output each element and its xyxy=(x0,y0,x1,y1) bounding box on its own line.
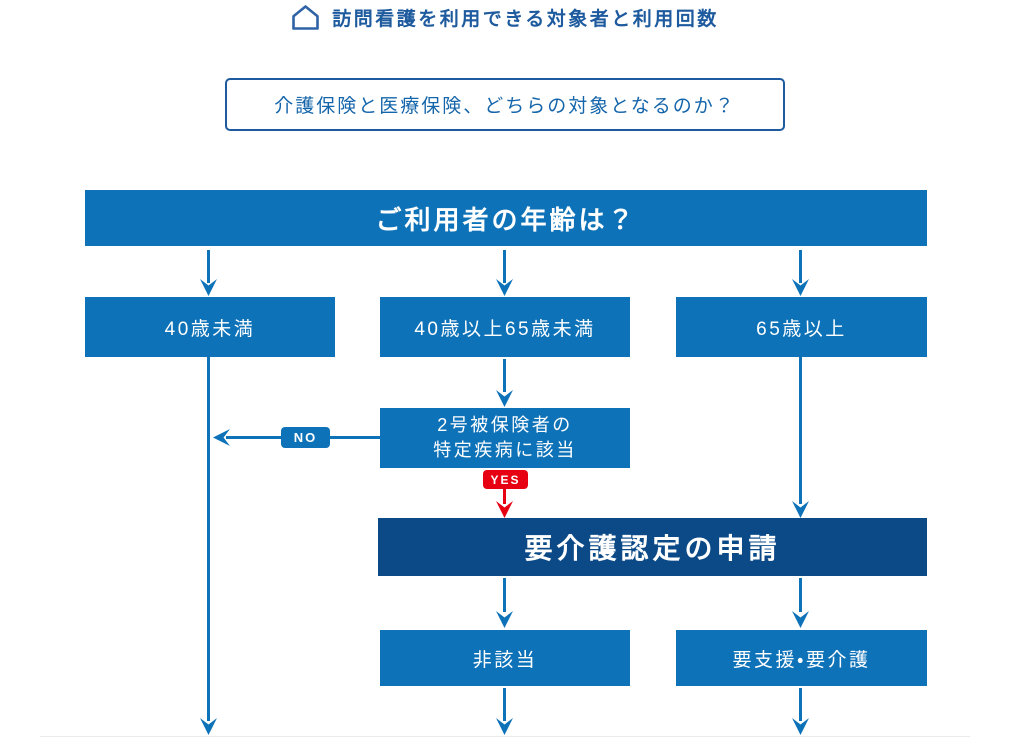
node-age-question: ご利用者の年齢は？ xyxy=(85,190,927,246)
arrow-nonapplicable-exit-line xyxy=(503,688,506,721)
arrow-cert-to-nonapplicable-head xyxy=(496,611,513,628)
yes-badge: YES xyxy=(483,470,528,489)
node-certification-label: 要介護認定の申請 xyxy=(524,533,781,564)
arrow-mid-to-disease-head xyxy=(496,390,513,407)
arrow-cert-to-support-head xyxy=(792,611,809,628)
node-under40-label: 40歳未満 xyxy=(164,318,256,340)
line-under40-descent xyxy=(207,357,210,721)
node-certification: 要介護認定の申請 xyxy=(378,518,927,576)
question-label: 介護保険と医療保険、どちらの対象となるのか？ xyxy=(274,96,736,117)
no-badge: NO xyxy=(281,427,330,448)
node-40to65: 40歳以上65歳未満 xyxy=(380,297,630,357)
node-specified-disease-line1: 2号被保険者の xyxy=(437,414,573,435)
arrow-root-to-under40-line xyxy=(207,250,210,283)
arrow-yes-line xyxy=(503,489,506,504)
node-not-applicable: 非該当 xyxy=(380,630,630,686)
arrow-mid-to-disease-line xyxy=(503,359,506,392)
arrow-support-exit-line xyxy=(799,688,802,721)
node-support-care-label: 要支援・要介護 xyxy=(732,649,871,671)
node-not-applicable-label: 非該当 xyxy=(472,649,538,671)
node-specified-disease-line2: 特定疾病に該当 xyxy=(433,440,577,460)
arrow-root-to-over65-line xyxy=(799,250,802,283)
yes-badge-label: YES xyxy=(490,472,521,487)
node-specified-disease: 2号被保険者の 特定疾病に該当 xyxy=(380,408,630,468)
question-box: 介護保険と医療保険、どちらの対象となるのか？ xyxy=(225,78,785,131)
node-age-question-label: ご利用者の年齢は？ xyxy=(375,204,637,235)
bottom-divider xyxy=(40,736,970,737)
node-over65: 65歳以上 xyxy=(676,297,927,357)
arrow-cert-to-nonapplicable-line xyxy=(503,578,506,612)
node-40to65-label: 40歳以上65歳未満 xyxy=(414,318,596,340)
arrow-cert-to-support-line xyxy=(799,578,802,612)
node-over65-label: 65歳以上 xyxy=(756,318,847,340)
arrow-root-to-mid-line xyxy=(503,250,506,283)
node-under40: 40歳未満 xyxy=(85,297,335,357)
node-support-care: 要支援・要介護 xyxy=(676,630,927,686)
home-icon xyxy=(291,4,320,31)
page-title: 訪問看護を利用できる対象者と利用回数 xyxy=(332,8,719,30)
arrow-over65-to-cert-line xyxy=(799,357,802,504)
page-header: 訪問看護を利用できる対象者と利用回数 xyxy=(0,2,1010,32)
no-badge-label: NO xyxy=(293,430,318,445)
